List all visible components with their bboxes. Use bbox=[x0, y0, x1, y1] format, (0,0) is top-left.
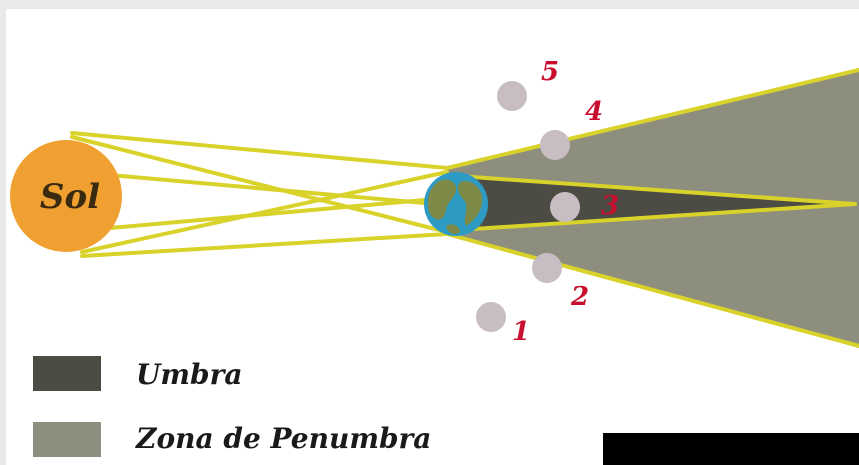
moon-position-3 bbox=[550, 192, 580, 222]
ray-umbra-top bbox=[456, 174, 857, 206]
moon-position-1 bbox=[476, 302, 506, 332]
legend-penumbra-label: Zona de Penumbra bbox=[135, 422, 431, 455]
moon-position-2 bbox=[532, 253, 562, 283]
legend-penumbra-swatch bbox=[33, 422, 101, 457]
moon-label-2: 2 bbox=[570, 282, 589, 312]
ray-top-direct bbox=[70, 131, 449, 170]
sun bbox=[10, 140, 122, 252]
moon-position-5 bbox=[497, 81, 527, 111]
black-overlay-block bbox=[603, 433, 859, 465]
legend-umbra-swatch bbox=[33, 356, 101, 391]
ray-bottom-direct bbox=[80, 232, 449, 258]
moon-position-4 bbox=[540, 130, 570, 160]
earth bbox=[424, 172, 488, 236]
legend: Umbra Zona de Penumbra bbox=[33, 356, 431, 457]
moon-label-1: 1 bbox=[512, 317, 530, 347]
ray-umbra-bottom bbox=[456, 202, 857, 232]
sun-label: Sol bbox=[40, 177, 100, 217]
moon-label-5: 5 bbox=[541, 57, 559, 87]
ray-cross-2 bbox=[80, 170, 449, 254]
sun-rays bbox=[70, 68, 859, 348]
ray-mid-1 bbox=[108, 173, 449, 207]
ray-mid-2 bbox=[108, 196, 449, 230]
ray-penumbra-top bbox=[445, 68, 859, 170]
ray-penumbra-bottom bbox=[445, 232, 859, 348]
ray-cross-1 bbox=[70, 135, 449, 234]
legend-umbra-label: Umbra bbox=[136, 358, 243, 391]
moon-label-4: 4 bbox=[585, 97, 603, 127]
moon-label-3: 3 bbox=[601, 191, 619, 221]
